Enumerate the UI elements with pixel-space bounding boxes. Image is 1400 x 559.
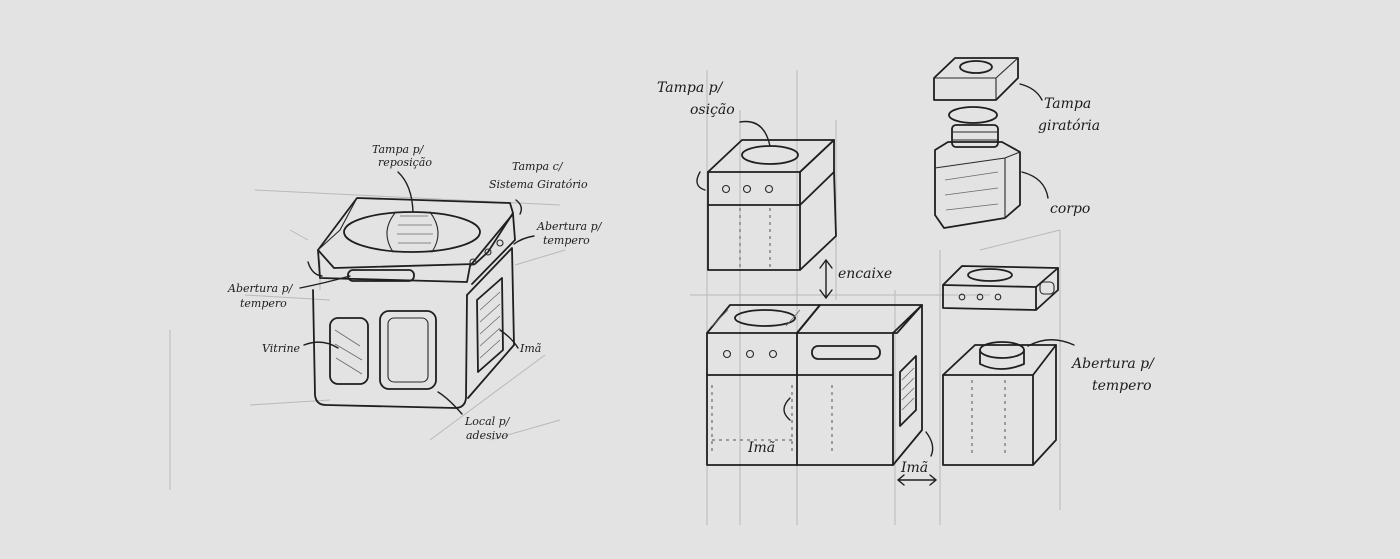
right-label-abertura-1: Abertura p/ bbox=[1070, 356, 1155, 372]
svg-text:Imã: Imã bbox=[900, 460, 928, 476]
left-label-ima: Imã bbox=[519, 342, 542, 355]
right-bottom-band bbox=[706, 332, 894, 376]
svg-text:Abertura p/: Abertura p/ bbox=[536, 220, 603, 233]
left-label-abertura-right-1: Abertura p/ bbox=[536, 220, 603, 233]
right-label-corpo: corpo bbox=[1050, 201, 1090, 217]
left-label-abertura-left-1: Abertura p/ bbox=[227, 282, 294, 295]
right-sketch: Tampa p/ osição encaixe Imã Imã Tampa gi… bbox=[657, 57, 1155, 525]
right-arrow-abertura bbox=[1027, 339, 1075, 347]
right-arrow-rotate bbox=[696, 171, 706, 191]
svg-text:osição: osição bbox=[690, 102, 735, 118]
right-label-ima-bottom: Imã bbox=[747, 440, 775, 456]
svg-text:Abertura p/: Abertura p/ bbox=[227, 282, 294, 295]
right-bottom-body bbox=[706, 374, 894, 466]
right-tempero-slot bbox=[811, 345, 881, 360]
svg-text:Tampa: Tampa bbox=[1044, 96, 1091, 112]
right-ima-double-arrow bbox=[896, 474, 938, 486]
right-bottom-side bbox=[892, 304, 923, 466]
svg-text:reposição: reposição bbox=[378, 156, 432, 169]
left-arrow-adesivo bbox=[437, 391, 463, 415]
left-lid-band-front bbox=[317, 249, 471, 283]
right-ima-panel bbox=[899, 355, 917, 427]
svg-text:Tampa p/: Tampa p/ bbox=[372, 143, 425, 156]
svg-text:Vitrine: Vitrine bbox=[262, 342, 301, 355]
svg-text:tempero: tempero bbox=[1092, 378, 1152, 394]
right-label-tampa-1: Tampa p/ bbox=[657, 80, 724, 96]
svg-text:Tampa c/: Tampa c/ bbox=[512, 160, 564, 173]
left-ima-panel bbox=[476, 277, 504, 373]
left-arrow-ima bbox=[499, 329, 519, 349]
right-arrow-ima-side bbox=[925, 431, 934, 457]
svg-text:encaixe: encaixe bbox=[838, 266, 892, 282]
left-arrow-tampa-reposicao bbox=[397, 171, 414, 213]
right-encaixe-arrow bbox=[819, 258, 833, 300]
left-top-opening bbox=[343, 211, 481, 253]
left-arrow-abertura-left bbox=[299, 275, 351, 289]
svg-text:Local p/: Local p/ bbox=[464, 415, 511, 428]
svg-text:Imã: Imã bbox=[747, 440, 775, 456]
left-label-tampa-giratorio-2: Sistema Giratório bbox=[489, 178, 588, 191]
left-label-tampa-reposicao-1: Tampa p/ bbox=[372, 143, 425, 156]
left-tempero-slot bbox=[347, 269, 415, 282]
left-arrow-vitrine bbox=[303, 341, 339, 349]
right-label-ima-side: Imã bbox=[900, 460, 928, 476]
right-top-cube-body bbox=[707, 204, 801, 271]
right-cube-body bbox=[942, 344, 1057, 466]
left-box-top-face bbox=[317, 197, 514, 269]
svg-text:Tampa p/: Tampa p/ bbox=[657, 80, 724, 96]
right-arrow-ima-bottom bbox=[783, 397, 791, 421]
left-sketch: Tampa p/ reposição Tampa c/ Sistema Gira… bbox=[169, 143, 603, 490]
svg-text:giratória: giratória bbox=[1038, 118, 1100, 134]
left-box-body-front bbox=[312, 289, 468, 409]
left-label-local-adesivo-2: adesivo bbox=[466, 429, 508, 442]
svg-text:corpo: corpo bbox=[1050, 201, 1090, 217]
right-guide-lines bbox=[690, 70, 1061, 525]
right-arrow-tampa bbox=[739, 120, 771, 147]
right-label-tampa-2: osição bbox=[690, 102, 735, 118]
right-label-tampa-giratoria-2: giratória bbox=[1038, 118, 1100, 134]
right-arrow-giratoria bbox=[1019, 83, 1043, 101]
left-label-abertura-left-2: tempero bbox=[240, 297, 287, 310]
svg-text:adesivo: adesivo bbox=[466, 429, 508, 442]
left-box-body-side bbox=[466, 247, 515, 399]
svg-text:Imã: Imã bbox=[519, 342, 542, 355]
left-arrow-abertura-right bbox=[513, 235, 535, 245]
right-top-cube-band bbox=[707, 171, 801, 206]
svg-text:Abertura p/: Abertura p/ bbox=[1070, 356, 1155, 372]
left-label-local-adesivo-1: Local p/ bbox=[464, 415, 511, 428]
right-cube-opening bbox=[979, 349, 1025, 370]
left-adesivo-area bbox=[379, 310, 437, 390]
right-label-abertura-2: tempero bbox=[1092, 378, 1152, 394]
svg-text:tempero: tempero bbox=[543, 234, 590, 247]
svg-text:Sistema Giratório: Sistema Giratório bbox=[489, 178, 588, 191]
right-label-encaixe: encaixe bbox=[838, 266, 892, 282]
left-arrow-giratorio bbox=[515, 199, 523, 215]
left-label-tampa-giratorio-1: Tampa c/ bbox=[512, 160, 564, 173]
left-vitrine-window bbox=[329, 317, 369, 385]
left-label-vitrine: Vitrine bbox=[262, 342, 301, 355]
right-giratoria-lid bbox=[933, 57, 1019, 101]
svg-text:tempero: tempero bbox=[240, 297, 287, 310]
right-label-tampa-giratoria-1: Tampa bbox=[1044, 96, 1091, 112]
right-corpo bbox=[934, 141, 1021, 229]
left-arrow-side-curve bbox=[307, 261, 323, 277]
left-label-abertura-right-2: tempero bbox=[543, 234, 590, 247]
right-arrow-corpo bbox=[1021, 171, 1049, 199]
right-giratoria-ring bbox=[948, 106, 998, 124]
left-label-tampa-reposicao-2: reposição bbox=[378, 156, 432, 169]
